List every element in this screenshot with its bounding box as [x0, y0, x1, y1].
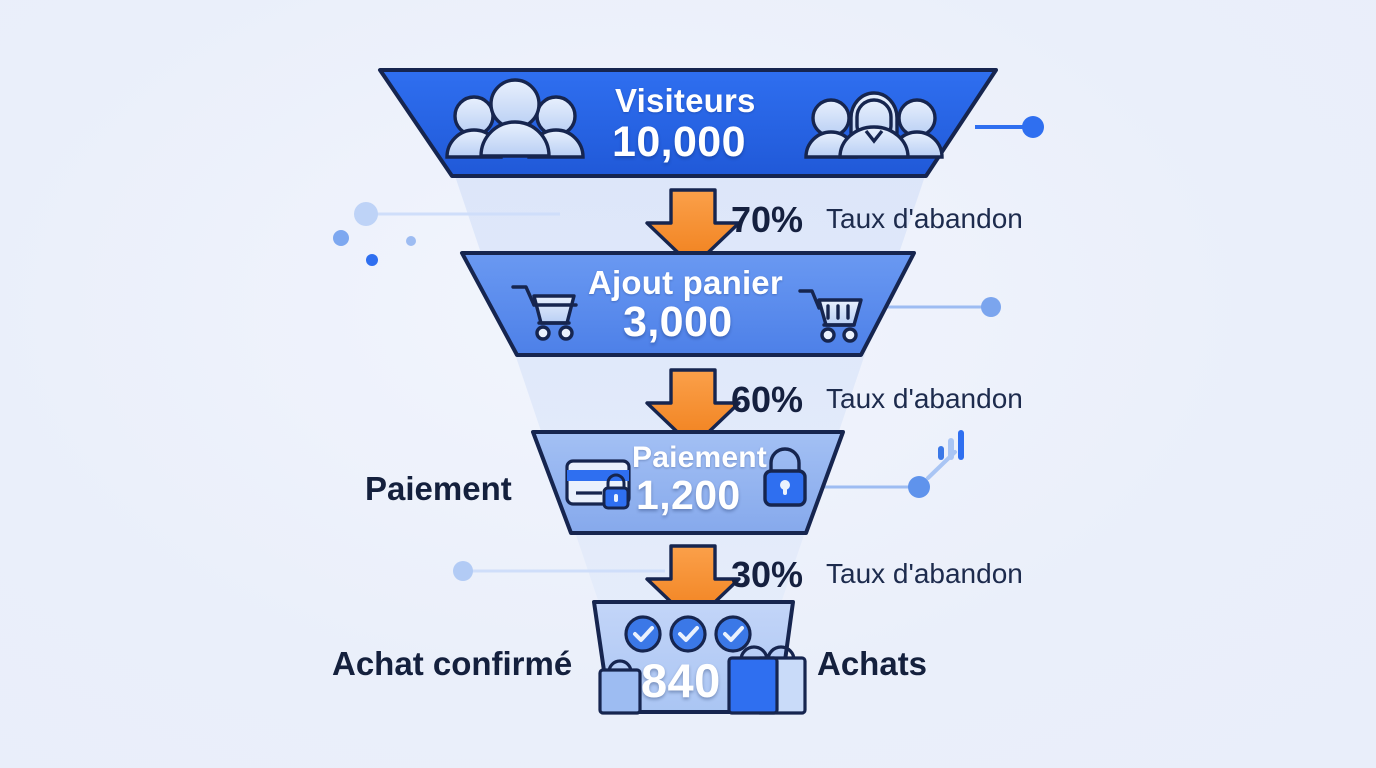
decorative-dot: [406, 236, 416, 246]
drop-rate-percent-2: 60%: [731, 379, 804, 420]
check-circle-icon: [669, 615, 707, 653]
check-circle-icon: [714, 615, 752, 653]
stage-title-visiteurs: Visiteurs: [615, 82, 756, 119]
drop-arrow-2: [645, 368, 741, 449]
stage-value-visiteurs: 10,000: [612, 118, 746, 166]
stage-value-achat-confirme: 840: [641, 654, 721, 707]
stage-value-ajout-panier: 3,000: [623, 298, 733, 346]
side-label-paiement: Paiement: [365, 470, 512, 507]
drop-rate-label-1: Taux d'abandon: [826, 203, 1023, 234]
check-circle-icon: [624, 615, 662, 653]
shopping-bag-icon: [727, 645, 807, 715]
drop-rate-label-2: Taux d'abandon: [826, 383, 1023, 414]
shopping-cart-filled-icon: [798, 289, 863, 343]
decorative-dot: [333, 230, 349, 246]
lock-icon: [763, 447, 807, 507]
connector-left-upper: [354, 202, 560, 226]
funnel-stage-ajout-panier: [460, 251, 916, 357]
side-label-achat-confirme: Achat confirmé: [332, 645, 573, 682]
shopping-cart-icon: [511, 285, 578, 341]
drop-arrow-1: [645, 188, 741, 269]
mini-bar-chart-icon: [938, 430, 964, 460]
users-group-female-icon: [804, 91, 944, 159]
stage-value-paiement: 1,200: [636, 472, 741, 518]
drop-rate-percent-1: 70%: [731, 199, 804, 240]
lock-badge-icon: [602, 473, 630, 510]
connector-right-visiteurs: [975, 116, 1044, 138]
drop-rate-label-3: Taux d'abandon: [826, 558, 1023, 589]
users-group-icon: [445, 78, 585, 159]
connector-right-ajout-panier: [880, 297, 1001, 317]
stage-title-paiement: Paiement: [632, 441, 767, 474]
stage-title-ajout-panier: Ajout panier: [588, 264, 783, 301]
shopping-bag-icon: [598, 659, 642, 715]
drop-rate-percent-3: 30%: [731, 554, 804, 595]
connector-left-achat: [453, 561, 665, 581]
side-label-achats: Achats: [817, 645, 928, 682]
decorative-dot: [366, 254, 378, 266]
